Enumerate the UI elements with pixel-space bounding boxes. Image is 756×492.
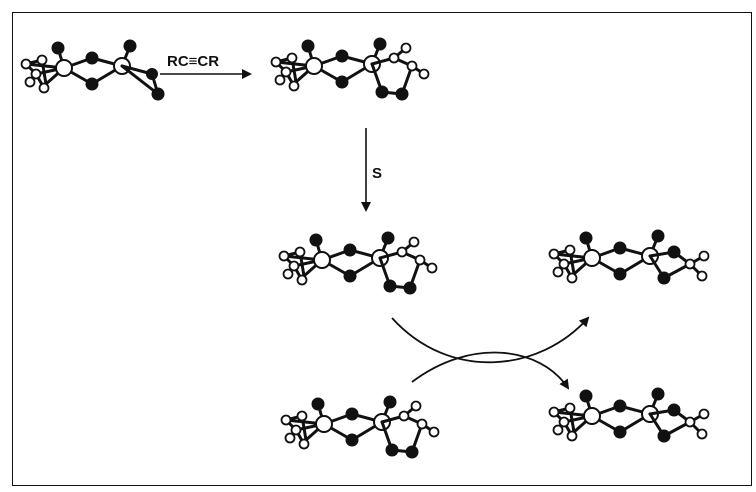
molecule-product-upper: [548, 228, 710, 286]
molecule-product-lower: [548, 386, 710, 444]
molecule-isomer-lower: [280, 394, 440, 460]
curved-arrow-to-lower-product: [411, 351, 570, 390]
molecule-start: [20, 38, 166, 102]
molecule-sulfur-adduct: [278, 230, 438, 296]
reagent-alkyne-label: RC≡CR: [167, 53, 220, 70]
curved-arrow-to-upper-product: [391, 316, 590, 364]
molecule-alkyne-adduct: [270, 36, 430, 102]
reagent-sulfur-label: S: [372, 165, 383, 182]
